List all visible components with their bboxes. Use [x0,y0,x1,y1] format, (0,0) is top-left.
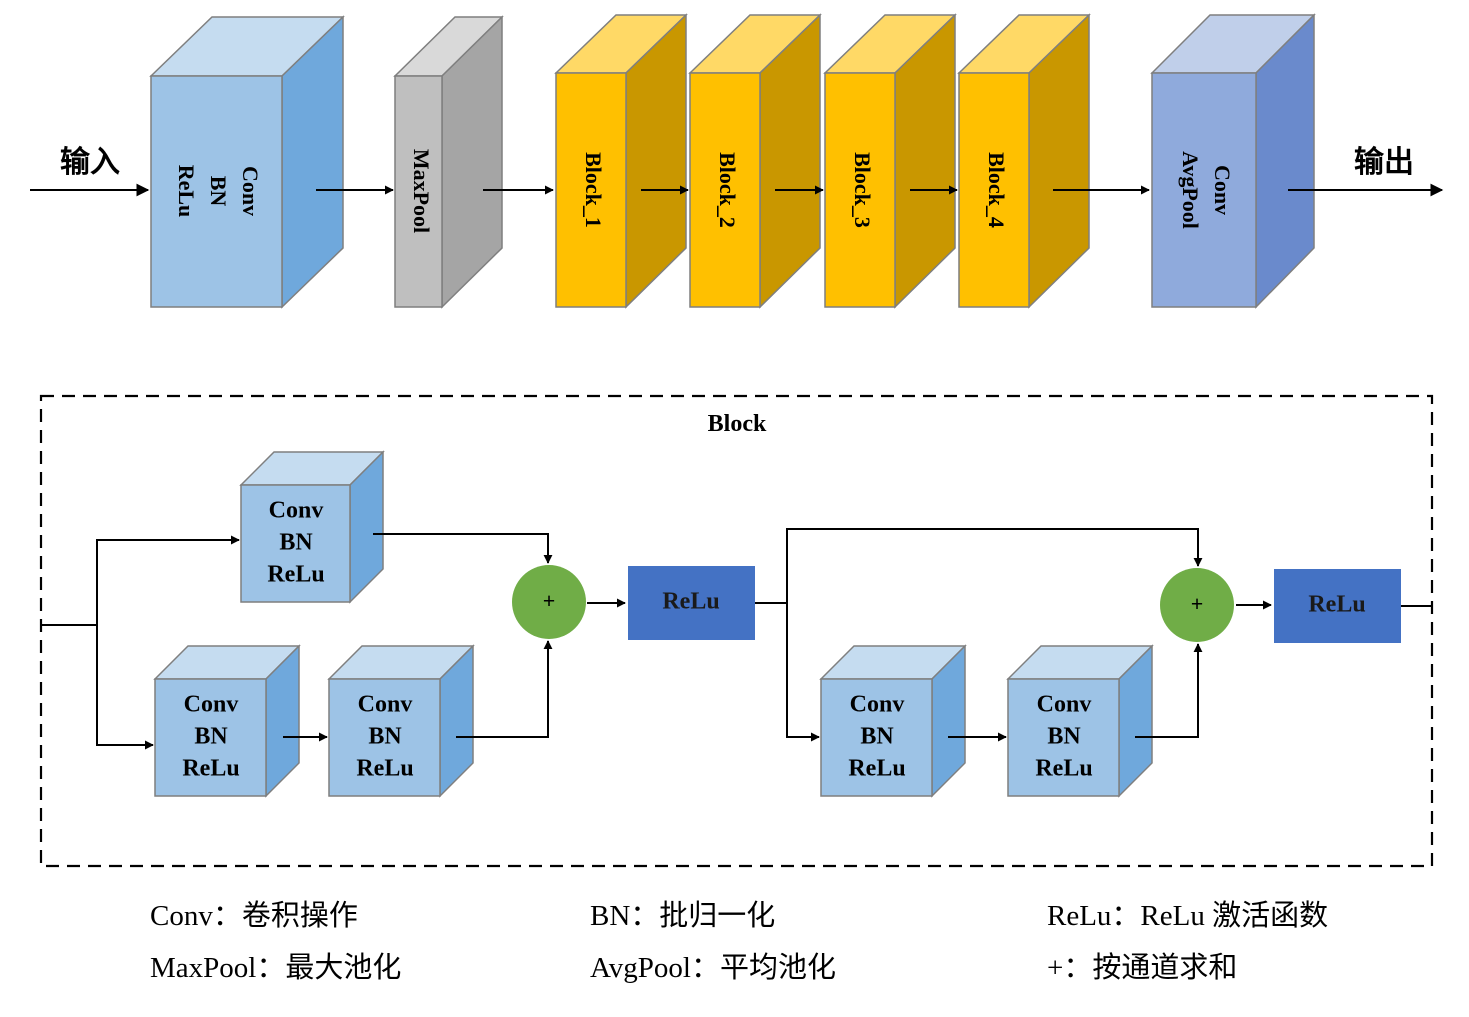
input-label: 输入 [60,146,120,179]
stem-conv-block: Conv BN ReLu [149,15,345,309]
conv-unit-identity-2: Conv BN ReLu [1006,644,1154,798]
conv-unit-identity-1-line-2: BN [860,724,894,750]
conv-unit-identity-2-line-2: BN [1047,724,1081,750]
legend-maxpool: MaxPool：最大池化 [150,951,401,984]
conv-unit-shortcut-line-3: ReLu [267,562,324,588]
conv-unit-main-1-line-1: Conv [184,692,239,718]
stem-line-3: ReLu [174,165,199,218]
conv-unit-identity-1: Conv BN ReLu [819,644,967,798]
conv-unit-identity-1-line-1: Conv [850,692,905,718]
conv-unit-shortcut-line-1: Conv [269,498,324,524]
conv-unit-main-2-line-2: BN [368,724,402,750]
sum-node-2-symbol: + [1191,591,1204,616]
connector-to-shortcut-conv [96,535,240,625]
block-dashed-frame [39,394,1434,868]
res-block-3: Block_3 [823,13,957,309]
top-flow: 输入 Conv BN ReLu MaxPool [30,13,1444,309]
block-title: Block [708,411,767,437]
res-block-2: Block_2 [688,13,822,309]
res-block-1-label: Block_1 [581,152,606,228]
stem-line-2: BN [206,176,231,207]
sum-node-1: + [512,565,586,639]
connector-identity-2-to-sum-2 [1135,643,1203,738]
relu-box-1: ReLu [628,566,755,640]
res-block-3-label: Block_3 [850,152,875,228]
head-line-2: AvgPool [1178,151,1203,229]
res-block-2-label: Block_2 [715,152,740,228]
legend-relu: ReLu：ReLu 激活函数 [1047,899,1328,932]
conv-unit-main-1-line-3: ReLu [182,756,239,782]
conv-unit-main-2: Conv BN ReLu [327,644,475,798]
connector-shortcut-to-sum-1 [373,533,553,564]
legend-avgpool: AvgPool：平均池化 [590,951,836,984]
sum-node-1-symbol: + [543,588,556,613]
legend-conv: Conv：卷积操作 [150,899,358,932]
conv-unit-identity-2-line-1: Conv [1037,692,1092,718]
conv-unit-main-2-line-1: Conv [358,692,413,718]
conv-unit-shortcut: Conv BN ReLu [239,450,385,604]
conv-unit-main-1: Conv BN ReLu [153,644,301,798]
legend: Conv：卷积操作 BN：批归一化 ReLu：ReLu 激活函数 MaxPool… [150,899,1328,984]
conv-unit-identity-1-line-3: ReLu [848,756,905,782]
relu-box-2-label: ReLu [1308,592,1365,618]
conv-unit-main-2-line-3: ReLu [356,756,413,782]
relu-box-2: ReLu [1274,569,1401,643]
conv-unit-shortcut-line-2: BN [279,530,313,556]
conv-unit-main-1-line-2: BN [194,724,228,750]
maxpool-label: MaxPool [409,149,434,233]
stem-line-1: Conv [238,166,263,216]
output-label: 输出 [1354,146,1414,179]
res-block-1: Block_1 [554,13,688,309]
conv-unit-identity-2-line-3: ReLu [1035,756,1092,782]
head-avgpool-block: Conv AvgPool [1150,13,1316,309]
res-block-4-label: Block_4 [984,152,1009,228]
connector-identity-skip [786,528,1203,603]
sum-node-2: + [1160,568,1234,642]
legend-sum: +：按通道求和 [1047,951,1237,984]
relu-box-1-label: ReLu [662,589,719,615]
connector-to-identity-conv-1 [786,603,820,742]
connector-to-main-conv-1 [96,625,154,750]
res-block-4: Block_4 [957,13,1091,309]
head-line-1: Conv [1210,165,1235,215]
block-detail: Block Conv BN ReLu Conv BN ReLu Conv BN [39,394,1434,868]
maxpool-block: MaxPool [393,15,504,309]
connector-main-2-to-sum-1 [456,640,553,738]
legend-bn: BN：批归一化 [590,899,775,932]
